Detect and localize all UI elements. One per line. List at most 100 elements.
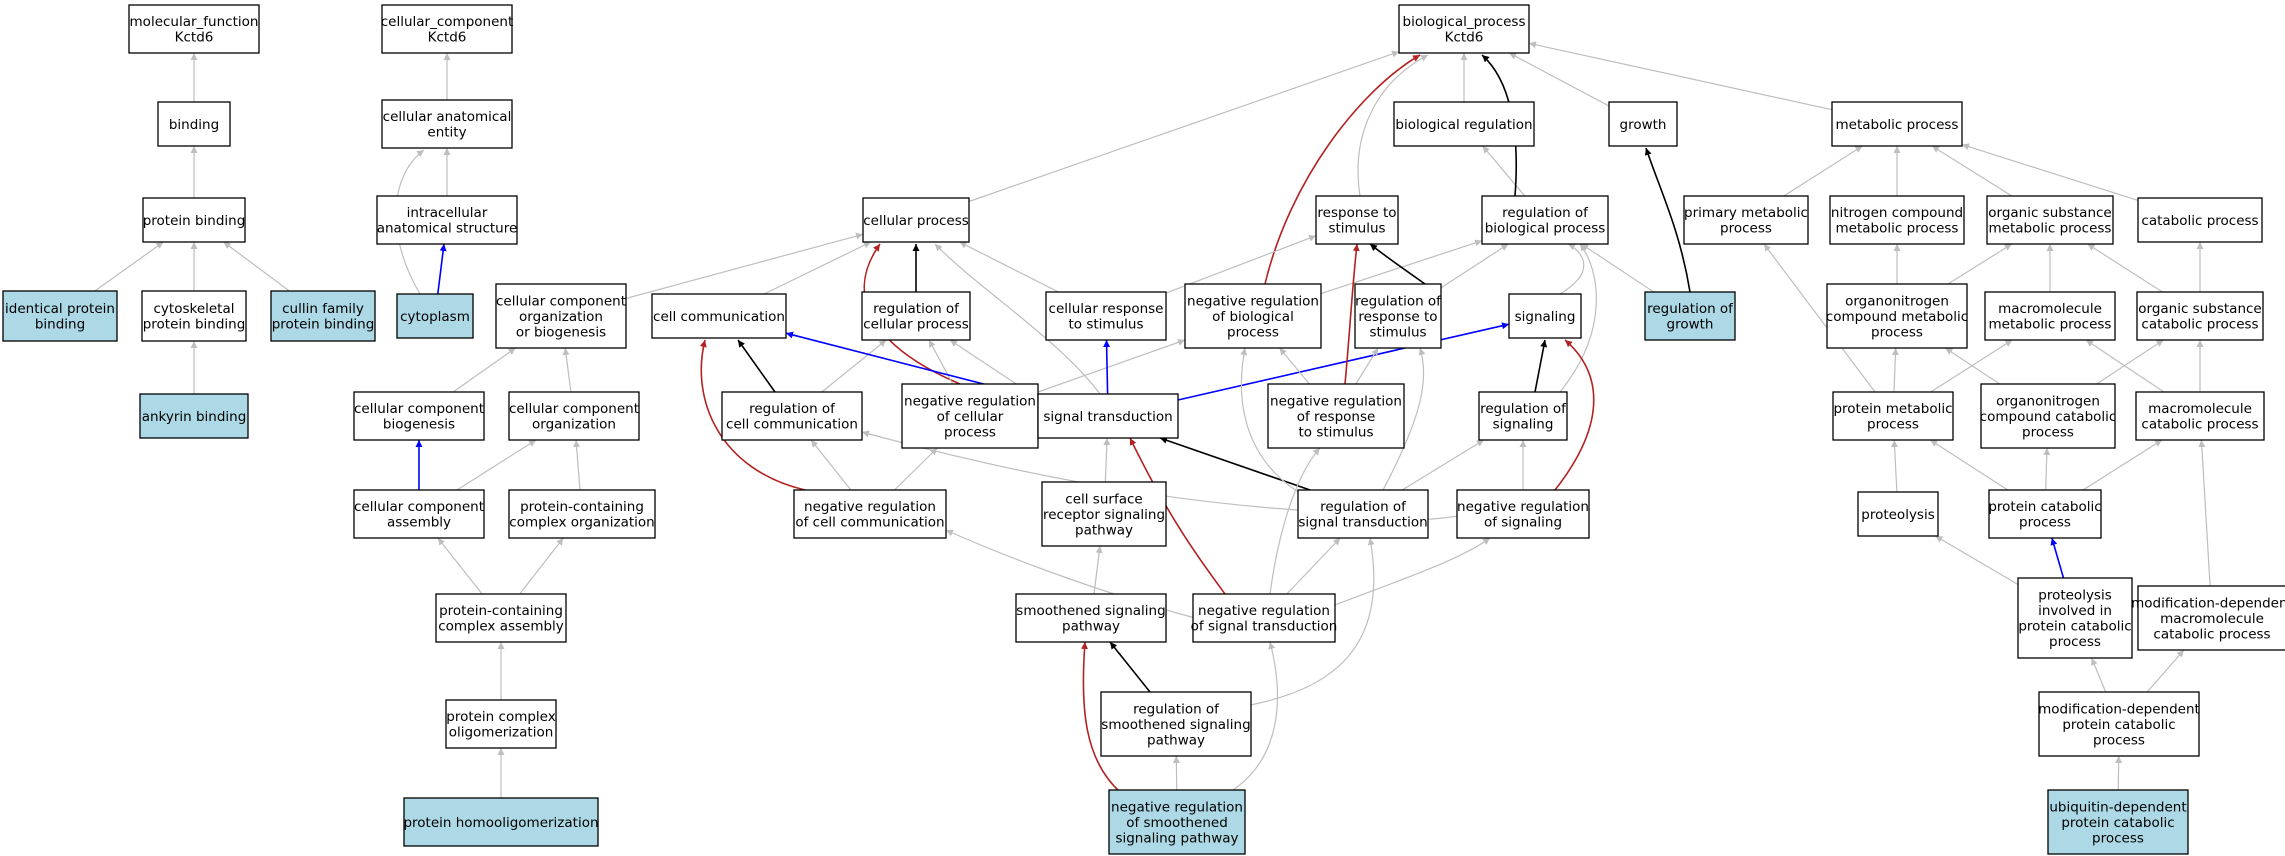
node-cellcomm[interactable]: cell communication xyxy=(651,293,787,339)
node-label-line: of cellular xyxy=(937,409,1004,425)
node-label-line: cellular component xyxy=(509,401,639,417)
node-metproc[interactable]: metabolic process xyxy=(1831,101,1963,147)
edge-cytoplasm-to-ias-part-of xyxy=(437,243,447,295)
edge-negrsmo-to-smo-negatively-regulates xyxy=(1080,641,1121,793)
node-st[interactable]: signal transduction xyxy=(1037,393,1179,439)
node-label-line: negative regulation xyxy=(904,393,1036,409)
node-label-line: cellular anatomical xyxy=(383,109,512,125)
edge-orgnitrocat-to-orgsubcat-is-a xyxy=(2096,339,2164,385)
edge-cresp-to-cellproc-is-a xyxy=(959,241,1059,293)
node-proteolysis[interactable]: proteolysis xyxy=(1857,491,1939,537)
node-phomo[interactable]: protein homooligomerization xyxy=(403,797,599,847)
node-box xyxy=(1988,489,2102,539)
edge-moddepmacro-to-macrocat-is-a xyxy=(2198,439,2211,587)
node-label-line: cellular component xyxy=(354,401,484,417)
node-box xyxy=(901,383,1039,449)
node-label-line: protein catabolic xyxy=(2062,717,2175,733)
edge-regbp-to-biolreg-is-a xyxy=(1482,145,1526,197)
node-box xyxy=(157,101,231,147)
node-biolreg[interactable]: biological regulation xyxy=(1393,101,1535,147)
node-signaling[interactable]: signaling xyxy=(1508,293,1582,339)
node-growth[interactable]: growth xyxy=(1608,101,1678,147)
node-box xyxy=(508,489,656,539)
node-label-line: protein-containing xyxy=(439,603,563,619)
node-catab[interactable]: catabolic process xyxy=(2137,197,2263,243)
node-box xyxy=(1393,101,1535,147)
node-box xyxy=(381,99,513,149)
node-cytoplasm[interactable]: cytoplasm xyxy=(396,293,474,339)
edge-st-to-signaling-part-of xyxy=(1177,322,1510,401)
node-binding[interactable]: binding xyxy=(157,101,231,147)
node-moddepmacro[interactable]: modification-dependentmacromoleculecatab… xyxy=(2131,585,2285,651)
node-box xyxy=(142,197,246,243)
node-label-line: regulation of xyxy=(1320,499,1407,515)
node-label-line: protein complex xyxy=(446,709,556,725)
node-box xyxy=(2137,197,2263,243)
node-label-line: protein catabolic xyxy=(1988,499,2101,515)
node-label-line: to stimulus xyxy=(1069,317,1144,333)
edge-regst-to-st-regulates xyxy=(1159,436,1311,491)
node-label-line: catabolic process xyxy=(2141,213,2258,229)
node-box xyxy=(1398,4,1530,54)
node-ankyrin[interactable]: ankyrin binding xyxy=(139,393,249,439)
node-label-line: metabolic process xyxy=(1989,221,2112,237)
edge-regst-to-regresp-is-a xyxy=(1382,347,1426,491)
node-label-line: pathway xyxy=(1062,619,1120,635)
node-label-line: cellular component xyxy=(496,293,626,309)
node-box xyxy=(793,489,947,539)
edge-negrcc-to-cellcomm-negatively-regulates xyxy=(699,339,806,491)
node-label-line: macromolecule xyxy=(1998,301,2102,317)
node-cellproc[interactable]: cellular process xyxy=(862,197,970,243)
node-pb[interactable]: protein binding xyxy=(142,197,246,243)
edge-moddepprot-to-proteolcat-is-a xyxy=(2091,657,2107,693)
node-box xyxy=(1508,293,1582,339)
